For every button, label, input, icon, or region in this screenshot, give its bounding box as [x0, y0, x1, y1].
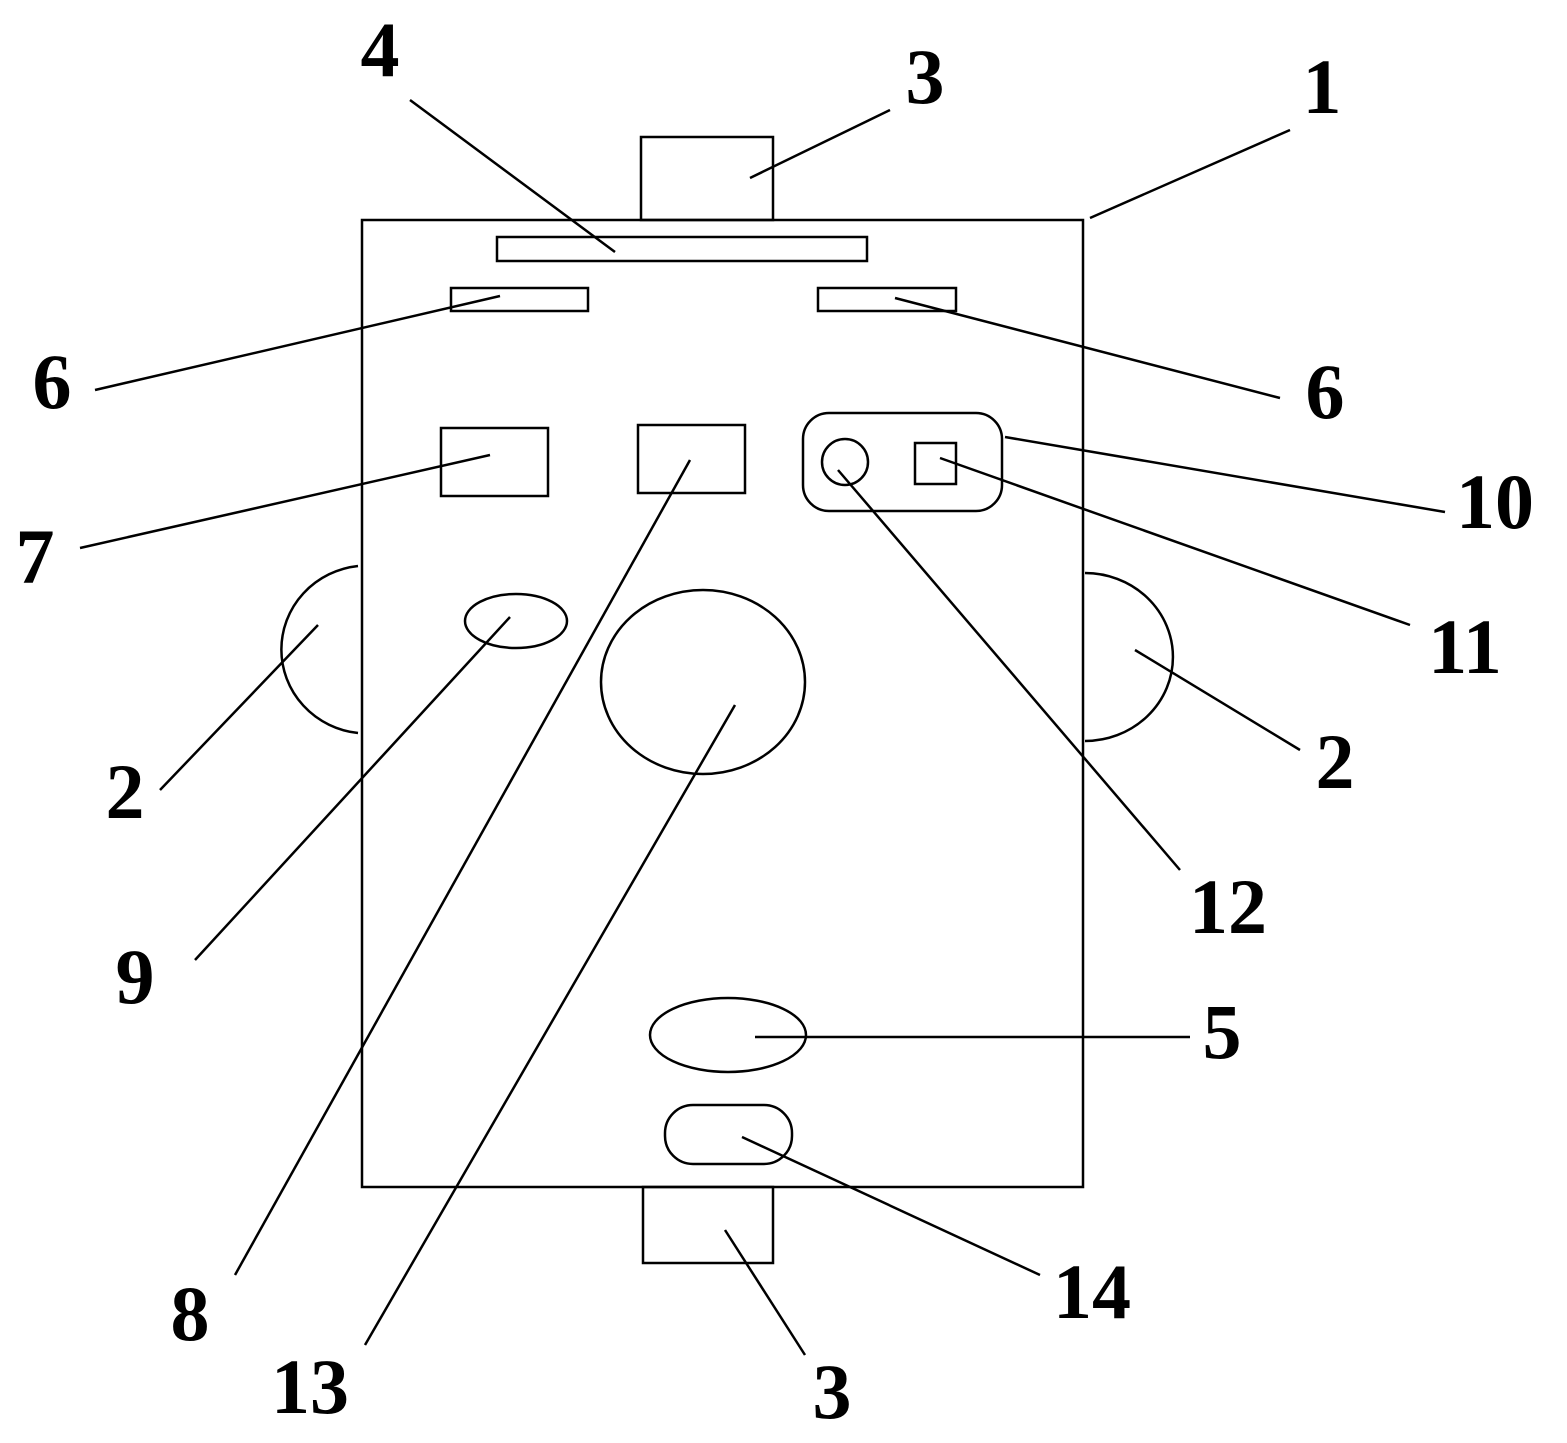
box-middle [636, 423, 747, 495]
label-5: 5 [1203, 988, 1242, 1075]
connector-bottom [641, 1185, 775, 1265]
label-14: 14 [1053, 1248, 1131, 1335]
leader-6-left [94, 294, 501, 392]
leader-2-right [1134, 648, 1301, 752]
leader-12 [837, 469, 1181, 871]
small-oval [463, 592, 569, 650]
box-left [439, 426, 550, 498]
leader-2-left [159, 624, 319, 791]
leader-10 [1004, 435, 1446, 514]
panel-square [913, 441, 958, 486]
leader-1 [1089, 128, 1291, 220]
slot-right [816, 286, 958, 313]
label-6-right: 6 [1306, 348, 1345, 435]
leader-13 [363, 704, 737, 1346]
label-13: 13 [271, 1343, 349, 1430]
leader-11 [939, 456, 1411, 627]
large-circle [599, 588, 807, 776]
leader-3-top [749, 108, 891, 180]
lower-oval [648, 996, 808, 1074]
leader-3-bottom [723, 1229, 807, 1356]
label-1: 1 [1303, 43, 1342, 130]
label-9: 9 [116, 933, 155, 1020]
label-7: 7 [16, 513, 55, 600]
label-2-right: 2 [1316, 718, 1355, 805]
leader-9 [194, 616, 511, 961]
label-8: 8 [171, 1270, 210, 1357]
connector-top [639, 135, 775, 222]
leader-8 [233, 459, 692, 1276]
side-part-left [280, 564, 359, 735]
leader-6-right [894, 296, 1281, 400]
label-3-top: 3 [906, 33, 945, 120]
leader-4 [409, 98, 616, 254]
label-3-bottom: 3 [813, 1348, 852, 1435]
label-12: 12 [1189, 863, 1267, 950]
label-10: 10 [1456, 458, 1534, 545]
leader-7 [79, 453, 491, 550]
label-11: 11 [1428, 603, 1502, 690]
rounded-slot [663, 1103, 794, 1166]
slot-left [449, 286, 590, 313]
housing [360, 218, 1085, 1189]
label-2-left: 2 [106, 748, 145, 835]
panel-circle [820, 437, 870, 487]
label-4: 4 [361, 6, 400, 93]
panel [801, 411, 1004, 513]
leader-14 [741, 1135, 1041, 1277]
label-6-left: 6 [33, 338, 72, 425]
top-bar [495, 235, 869, 263]
side-part-right [1084, 571, 1175, 743]
